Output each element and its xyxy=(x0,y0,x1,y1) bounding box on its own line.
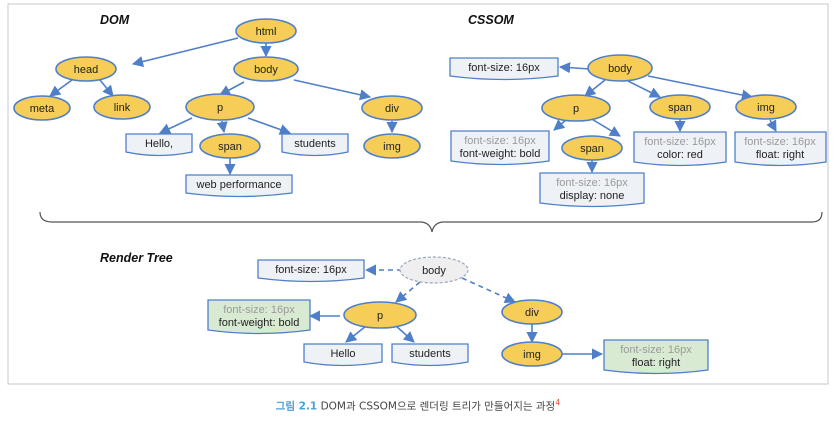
cssom-box-p-style: font-size: 16px font-weight: bold xyxy=(450,130,550,166)
dom-node-img: img xyxy=(363,133,421,159)
dom-box-hello: Hello, xyxy=(125,133,193,157)
dom-box-web-performance: web performance xyxy=(185,174,293,198)
figure-footnote: 4 xyxy=(555,398,561,407)
render-node-img: img xyxy=(501,341,563,367)
svg-text:color: red: color: red xyxy=(657,149,703,161)
cssom-box-p-span-style: font-size: 16px display: none xyxy=(539,172,645,208)
figure-number: 그림 2.1 xyxy=(275,400,318,413)
svg-text:img: img xyxy=(383,141,401,153)
svg-text:img: img xyxy=(757,102,775,114)
cssom-box-span-style: font-size: 16px color: red xyxy=(633,131,727,167)
svg-text:p: p xyxy=(217,102,223,114)
dom-node-span: span xyxy=(199,133,261,159)
svg-text:span: span xyxy=(218,141,242,153)
svg-text:students: students xyxy=(409,348,451,360)
svg-text:font-size: 16px: font-size: 16px xyxy=(620,344,692,356)
dom-node-body: body xyxy=(233,56,299,82)
cssom-node-p: p xyxy=(541,94,611,122)
render-node-body: body xyxy=(399,256,469,284)
svg-text:body: body xyxy=(422,265,446,277)
svg-text:font-size: 16px: font-size: 16px xyxy=(556,177,628,189)
dom-node-p: p xyxy=(185,93,255,121)
cssom-box-img-style: font-size: 16px float: right xyxy=(734,131,827,167)
figure-caption-text: DOM과 CSSOM으로 렌더링 트리가 만들어지는 과정 xyxy=(320,400,556,413)
svg-text:head: head xyxy=(74,64,98,76)
merge-brace xyxy=(39,211,823,233)
cssom-node-img: img xyxy=(735,94,797,120)
render-box-body-style: font-size: 16px xyxy=(257,259,365,283)
dom-node-head: head xyxy=(55,56,117,82)
svg-text:font-size: 16px: font-size: 16px xyxy=(223,304,295,316)
svg-text:students: students xyxy=(294,138,336,150)
cssom-node-body: body xyxy=(587,54,653,82)
svg-text:body: body xyxy=(254,64,278,76)
render-box-hello: Hello xyxy=(303,343,383,367)
render-box-img-style: font-size: 16px float: right xyxy=(603,339,709,375)
dom-node-div: div xyxy=(361,95,423,121)
svg-text:display: none: display: none xyxy=(560,190,625,202)
svg-text:p: p xyxy=(573,103,579,115)
cssom-title: CSSOM xyxy=(468,13,514,27)
cssom-node-p-span: span xyxy=(561,135,623,161)
render-node-p: p xyxy=(343,301,417,329)
svg-text:div: div xyxy=(385,103,400,115)
figure-caption: 그림 2.1 DOM과 CSSOM으로 렌더링 트리가 만들어지는 과정4 xyxy=(0,398,836,414)
render-tree-title: Render Tree xyxy=(100,251,173,265)
render-edges xyxy=(308,264,604,360)
svg-text:web performance: web performance xyxy=(196,179,282,191)
dom-box-students: students xyxy=(281,133,349,157)
dom-node-html: html xyxy=(235,18,297,44)
dom-node-meta: meta xyxy=(13,95,71,121)
svg-text:meta: meta xyxy=(30,103,55,115)
svg-text:img: img xyxy=(523,349,541,361)
svg-text:Hello: Hello xyxy=(330,348,355,360)
svg-text:link: link xyxy=(114,102,131,114)
svg-text:font-size: 16px: font-size: 16px xyxy=(275,264,347,276)
cssom-edges xyxy=(553,62,777,174)
svg-text:div: div xyxy=(525,307,540,319)
render-box-students: students xyxy=(391,343,469,367)
svg-text:span: span xyxy=(580,143,604,155)
render-node-div: div xyxy=(501,299,563,325)
svg-text:font-size: 16px: font-size: 16px xyxy=(744,136,816,148)
svg-text:float: right: float: right xyxy=(632,357,680,369)
svg-text:font-weight: bold: font-weight: bold xyxy=(219,317,300,329)
render-box-p-style: font-size: 16px font-weight: bold xyxy=(207,299,311,335)
svg-text:Hello,: Hello, xyxy=(145,138,173,150)
diagram-frame xyxy=(7,3,829,385)
cssom-node-span: span xyxy=(649,94,711,120)
svg-text:font-size: 16px: font-size: 16px xyxy=(644,136,716,148)
svg-text:font-size: 16px: font-size: 16px xyxy=(468,62,540,74)
svg-text:font-weight: bold: font-weight: bold xyxy=(460,148,541,160)
svg-text:html: html xyxy=(256,26,277,38)
svg-text:float: right: float: right xyxy=(756,149,804,161)
dom-node-link: link xyxy=(93,94,151,120)
dom-edges xyxy=(49,37,398,176)
svg-text:font-size: 16px: font-size: 16px xyxy=(464,135,536,147)
svg-text:span: span xyxy=(668,102,692,114)
cssom-box-body-style: font-size: 16px xyxy=(449,57,559,81)
svg-text:p: p xyxy=(377,310,383,322)
dom-title: DOM xyxy=(100,13,130,27)
svg-text:body: body xyxy=(608,63,632,75)
